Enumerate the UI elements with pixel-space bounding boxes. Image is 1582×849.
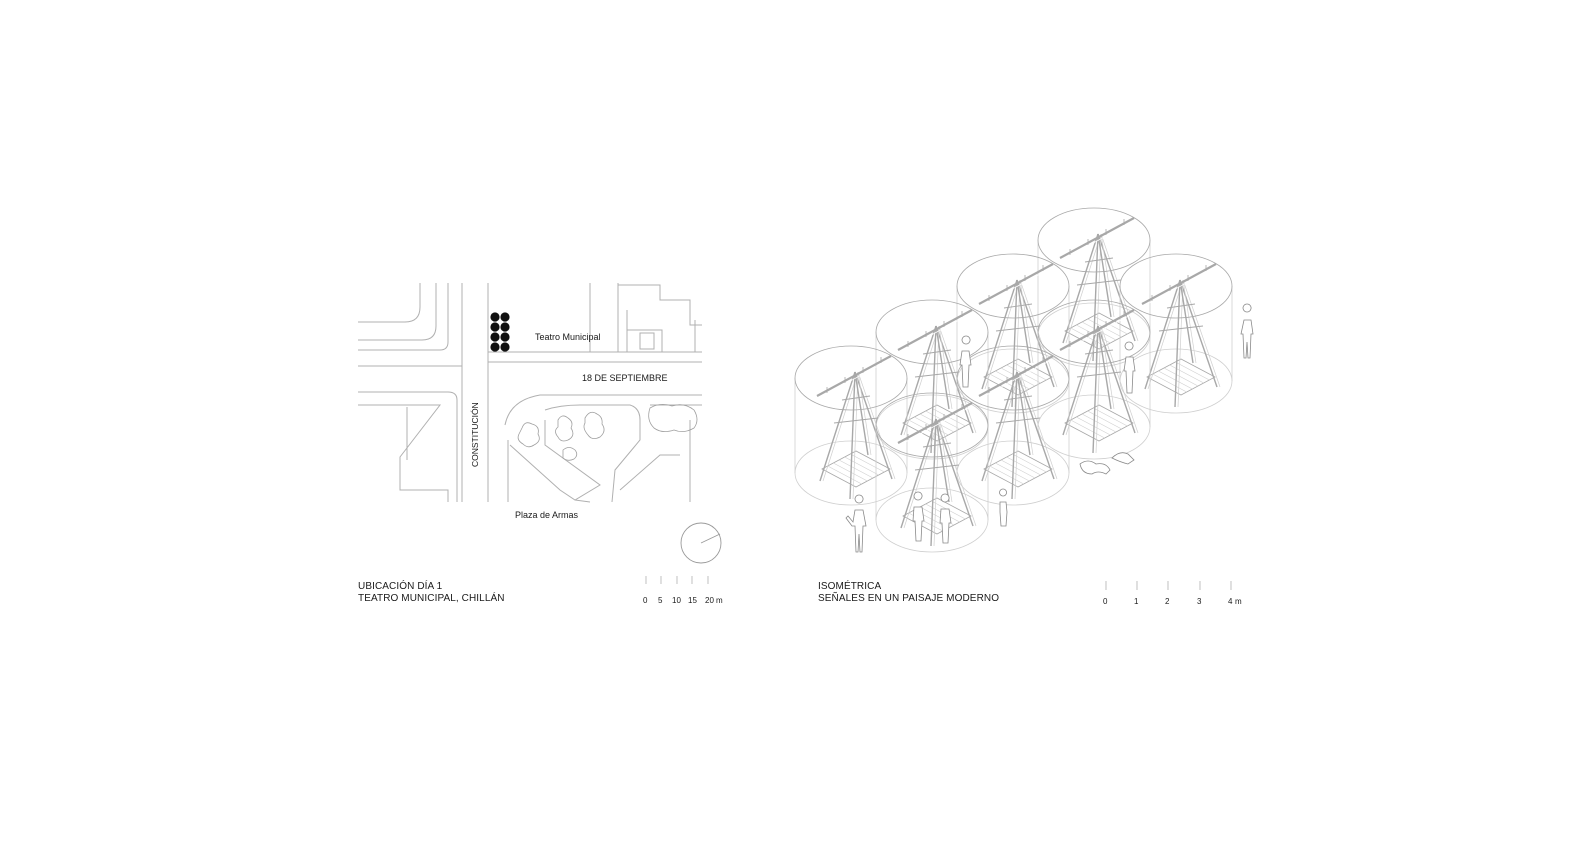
site-scale-tick-15: 15 bbox=[688, 596, 697, 605]
tower-module bbox=[956, 345, 1070, 506]
isometric-drawing: 0 1 2 3 4 m bbox=[794, 207, 1254, 606]
people-figures bbox=[845, 303, 1254, 553]
site-scale-unit: m bbox=[716, 596, 723, 605]
street-lines bbox=[358, 283, 702, 503]
iso-scale-tick-3: 3 bbox=[1197, 597, 1202, 606]
site-plan-caption: UBICACIÓN DÍA 1 TEATRO MUNICIPAL, CHILLÁ… bbox=[358, 581, 505, 605]
site-scale-tick-0: 0 bbox=[643, 596, 648, 605]
site-scale-tick-20: 20 bbox=[705, 596, 714, 605]
isometric-caption: ISOMÉTRICA SEÑALES EN UN PAISAJE MODERNO bbox=[818, 581, 999, 605]
site-plan: Teatro Municipal 18 DE SEPTIEMBRE CONSTI… bbox=[358, 283, 723, 605]
iso-scale-tick-0: 0 bbox=[1103, 597, 1108, 606]
tower-module bbox=[1119, 253, 1233, 414]
iso-scale-bar bbox=[1105, 581, 1232, 590]
label-plaza-de-armas: Plaza de Armas bbox=[515, 510, 579, 520]
tower-module bbox=[875, 299, 989, 460]
site-scale-bar bbox=[645, 576, 709, 584]
iso-scale-tick-4: 4 bbox=[1228, 597, 1233, 606]
site-plan-subtitle: TEATRO MUNICIPAL, CHILLÁN bbox=[358, 593, 505, 604]
tree-icons bbox=[517, 404, 698, 461]
iso-scale-tick-2: 2 bbox=[1165, 597, 1170, 606]
isometric-title: ISOMÉTRICA bbox=[818, 581, 882, 592]
site-scale-tick-10: 10 bbox=[672, 596, 681, 605]
isometric-subtitle: SEÑALES EN UN PAISAJE MODERNO bbox=[818, 593, 1000, 604]
tower-module bbox=[1037, 299, 1151, 460]
tower-module bbox=[1037, 207, 1151, 368]
iso-scale-unit: m bbox=[1235, 597, 1242, 606]
label-18-de-septiembre: 18 DE SEPTIEMBRE bbox=[582, 373, 668, 383]
iso-scale-tick-1: 1 bbox=[1134, 597, 1139, 606]
site-plan-title: UBICACIÓN DÍA 1 bbox=[358, 581, 443, 592]
north-arrow-icon bbox=[680, 522, 722, 564]
installation-markers bbox=[490, 312, 510, 352]
tower-module bbox=[794, 345, 908, 506]
label-teatro-municipal: Teatro Municipal bbox=[535, 332, 601, 342]
tower-modules bbox=[794, 207, 1233, 553]
site-scale-tick-5: 5 bbox=[658, 596, 663, 605]
label-constitucion: CONSTITUCIÓN bbox=[470, 402, 480, 467]
tower-module bbox=[956, 253, 1070, 414]
